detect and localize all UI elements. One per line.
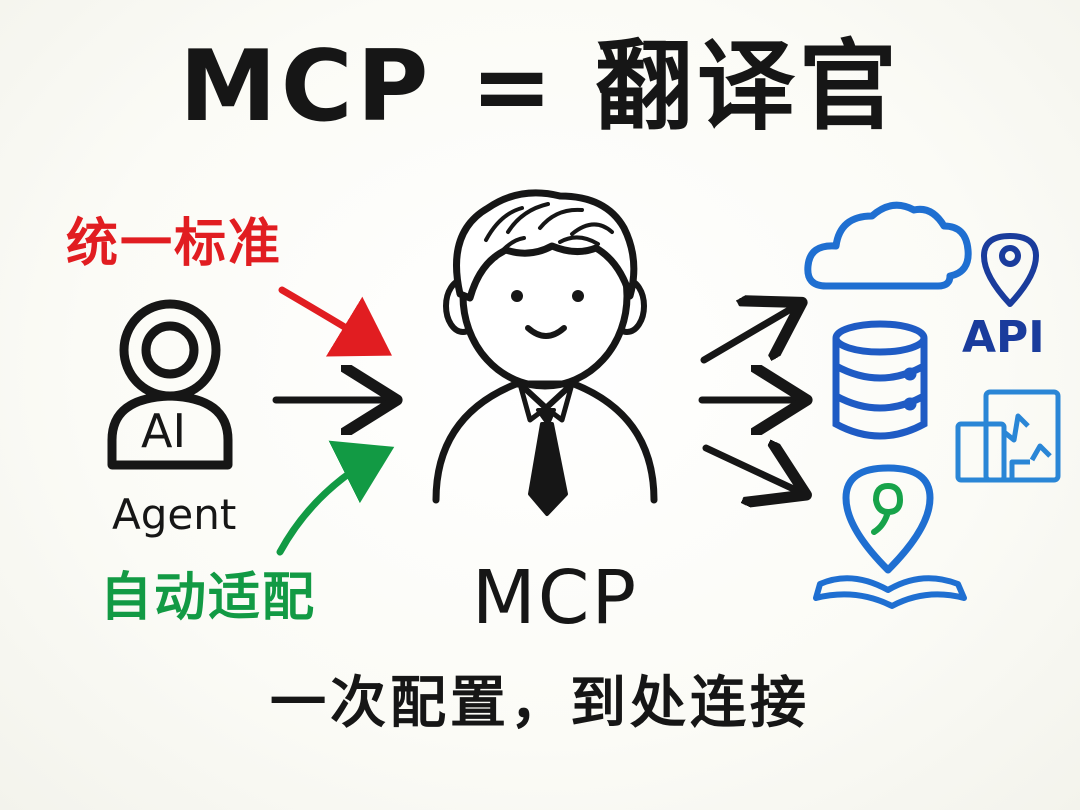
ai-badge-label: AI (141, 408, 186, 454)
translator-person-icon (436, 193, 654, 514)
api-label: API (962, 316, 1045, 360)
auto-adapt-label: 自动适配 (100, 572, 316, 624)
output-arrow-upper (704, 306, 796, 360)
window-app-icon (958, 392, 1058, 480)
cloud-icon (808, 205, 968, 286)
standard-arrow (282, 290, 386, 352)
output-arrow-lower (706, 448, 800, 492)
map-pin-icon (984, 236, 1036, 304)
map-book-icon (816, 468, 964, 606)
page-title: MCP = 翻译官 (0, 38, 1080, 136)
mcp-label: MCP (455, 561, 655, 635)
unified-standard-label: 统一标准 (66, 218, 282, 270)
database-icon (836, 324, 924, 436)
mcp-output-arrows (702, 306, 800, 492)
agent-label: Agent (112, 494, 236, 536)
subtitle: 一次配置，到处连接 (0, 676, 1080, 732)
adapt-arrow (280, 450, 388, 552)
